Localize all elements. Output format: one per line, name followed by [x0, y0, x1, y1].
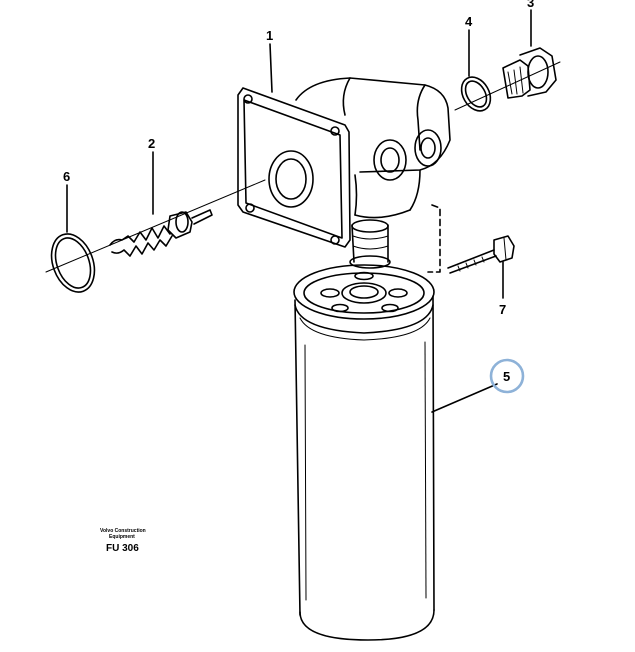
caption-company: Volvo Construction: [100, 528, 146, 534]
callout-3: 3: [527, 0, 534, 10]
callout-7: 7: [499, 302, 506, 317]
filter-cartridge[interactable]: [293, 264, 435, 641]
caption-figure-code: FU 306: [106, 543, 139, 554]
callout-6: 6: [63, 169, 70, 184]
filter-head[interactable]: [237, 77, 451, 273]
leader-5: [431, 383, 498, 413]
assembly-axis-left: [45, 179, 266, 273]
callout-5: 5: [503, 369, 510, 384]
callout-1: 1: [266, 28, 273, 43]
callout-2: 2: [148, 136, 155, 151]
highlight-ring: [489, 358, 525, 394]
bolt-7[interactable]: [447, 235, 515, 274]
o-ring-6[interactable]: [44, 228, 102, 298]
o-ring-4[interactable]: [456, 72, 497, 116]
assembly-axis-right: [454, 61, 561, 111]
leader-1: [269, 43, 273, 93]
relief-valve-2[interactable]: [109, 209, 213, 257]
caption-division: Equipment: [109, 534, 135, 540]
callout-4: 4: [465, 14, 473, 29]
plug-3[interactable]: [502, 47, 557, 99]
